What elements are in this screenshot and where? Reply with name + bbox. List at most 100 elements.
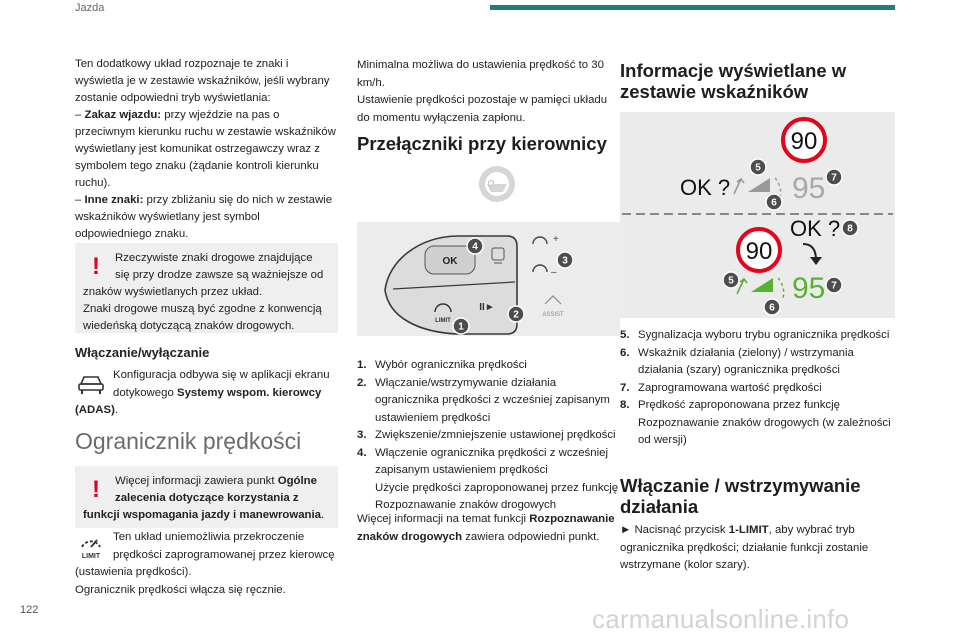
ok-prompt-upper: OK ? [680,175,730,200]
ok-button-label: OK [443,256,459,267]
limiter-icon-label: LIMIT [82,553,101,560]
list-item-text: Włączenie ogranicznika prędkości z wcześ… [375,445,620,515]
badge-4: 4 [466,237,484,255]
section-title: Ogranicznik prędkości [75,428,302,454]
intro-text: Ten dodatkowy układ rozpoznaje te znaki … [75,56,338,243]
step-text: Nacisnąć przycisk [631,524,729,536]
badge-5-upper: 5 [749,158,767,176]
badge-6-circle [765,193,783,211]
badge-7-circle [825,168,843,186]
adas-text: Konfiguracja odbywa się w aplikacji ekra… [113,369,330,399]
list-item-text: Zwiększenie/zmniejszenie ustawionej pręd… [375,429,616,441]
steering-switches-heading: Przełączniki przy kierownicy [357,133,607,154]
no-entry-label: Zakaz wjazdu: [84,109,162,121]
activation-step: ► Nacisnąć przycisk 1-LIMIT, aby wybrać … [620,522,895,575]
steering-switch-diagram: OK + – LIMIT II► ASSIST 4 3 2 1 [357,222,620,336]
cluster-bg [620,112,895,318]
min-speed-text: Minimalna możliwa do ustawienia prędkość… [357,57,620,127]
badge-8: 8 [841,219,859,237]
list-item: 1. Wybór ogranicznika prędkości [357,357,620,375]
speed-limit-sign-lower [736,227,782,273]
decrease-arc-icon [532,264,548,273]
other-signs-text: przy zbliżaniu się do nich w zestawie ws… [75,194,333,240]
list-item-number: 8. [620,399,630,411]
increase-arc-icon [532,236,548,245]
list-item-text: Wskaźnik działania (zielony) / wstrzyman… [638,346,854,377]
badge-3-circle [556,251,574,269]
speed-limit-sign-value-lower: 90 [746,238,773,265]
badge-4-label: 4 [472,242,478,253]
warning-exclamation-icon: ! [92,476,100,503]
assist-icon [544,295,562,305]
limit-text-2: Ogranicznik prędkości włącza się ręcznie… [75,583,286,596]
badge-1: 1 [452,317,470,335]
list-item-text-line-1: Włączenie ogranicznika prędkości z wcześ… [375,446,608,477]
badge-5-lower: 5 [722,271,740,289]
badge-7-lower: 7 [825,276,843,294]
adas-menu-name: Systemy wspom. kierowcy (ADAS) [75,386,322,417]
tsr-reference-intro: Więcej informacji na temat funkcji [357,513,530,525]
page-number: 122 [20,604,39,616]
list-item-number: 1. [357,359,367,371]
steering-wheel-icon [479,166,515,202]
list-item: 2. Włączanie/wstrzymywanie działania ogr… [357,375,620,428]
set-speed-green: 95 [792,272,825,305]
limit-description-block: LIMIT Ten układ uniemożliwia przekroczen… [75,529,338,599]
adas-config-block: Konfiguracja odbywa się w aplikacji ekra… [75,367,338,420]
badge-6-lower: 6 [763,298,781,316]
activation-heading: Włączanie / wstrzymywanie działania [620,475,861,517]
switch-legend-list: 1. Wybór ogranicznika prędkości 2. Włącz… [357,357,620,515]
limiter-indicator-green [751,278,773,292]
list-item-number: 4. [357,446,367,459]
assist-label: ASSIST [542,312,564,318]
badge-2-circle [507,305,525,323]
list-item-number: 3. [357,429,367,441]
list-item: 6. Wskaźnik działania (zielony) / wstrzy… [620,345,895,380]
adas-car-icon [76,368,106,398]
badge-6-circle [763,298,781,316]
warning-line-1: Rzeczywiste znaki drogowe znajdujące się… [83,252,324,298]
cluster-info-heading: Informacje wyświetlane w zestawie wskaźn… [620,60,847,102]
switch-lever [384,235,518,335]
limiter-indicator-gray [748,178,770,192]
plus-label: + [553,234,559,245]
tsr-reference-end: zawiera odpowiedni punkt. [462,530,600,543]
switch-heading: Włączanie/wyłączanie [75,345,210,360]
speed-sign-icon [491,247,505,261]
badge-6-upper: 6 [765,193,783,211]
list-item-number: 7. [620,381,630,394]
arrow-icon-upper [733,177,745,195]
limit-text-1: Ten układ uniemożliwia przekroczenie prę… [75,531,335,578]
badge-2-label: 2 [513,310,519,321]
list-item: 3. Zwiększenie/zmniejszenie ustawionej p… [357,427,620,445]
badge-8-label: 8 [847,224,853,235]
badge-3: 3 [556,251,574,269]
badge-4-circle [466,237,484,255]
limit-button-icon [434,303,452,313]
badge-1-label: 1 [458,322,464,333]
section-name: Jazda [75,2,105,14]
list-item-text: Sygnalizacja wyboru trybu ogranicznika p… [638,329,890,341]
list-item: 4. Włączenie ogranicznika prędkości z wc… [357,445,620,515]
step-button-name: 1-LIMIT [728,524,769,536]
badge-8-circle [841,219,859,237]
minus-label: – [551,267,557,278]
speed-limit-sign-value-upper: 90 [791,128,818,155]
pause-button-label: II► [479,302,494,313]
badge-5-circle [749,158,767,176]
list-item-text: Prędkość zaproponowana przez funkcję Roz… [638,399,891,446]
wheel-highlight [488,180,494,186]
watermark: carmanualsonline.info [592,604,850,634]
instrument-cluster-illustration: 90 OK ? 95 5 6 7 90 OK ? 95 8 5 6 7 [620,112,895,318]
no-entry-text: przy wjeździe na pas o przeciwnym kierun… [75,109,336,189]
badge-3-label: 3 [562,256,568,267]
badge-5-circle [722,271,740,289]
ok-button [424,245,476,275]
warning-box-road-signs: ! Rzeczywiste znaki drogowe znajdujące s… [75,243,338,333]
list-item-number: 5. [620,329,630,341]
list-item-number: 6. [620,346,630,359]
list-item-text: Zaprogramowana wartość prędkości [638,381,822,394]
limiter-arc [81,540,101,548]
badge-7-label: 7 [831,173,837,184]
no-entry-item: – Zakaz wjazdu: przy wjeździe na pas o p… [75,107,338,192]
